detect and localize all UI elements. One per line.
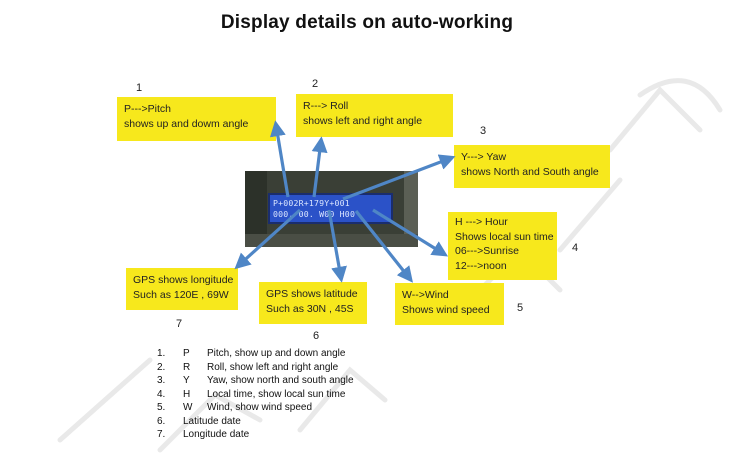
legend-number: 3. [157, 375, 166, 386]
note-line: H ---> Hour [455, 216, 508, 228]
legend-item: 4. H Local time, show local sun time [157, 388, 354, 402]
latitude-note: GPS shows latitude Such as 30N , 45S [259, 282, 367, 324]
note-line: Such as 120E , 69W [133, 289, 229, 301]
note-line: GPS shows longitude [133, 274, 234, 286]
wind-note: W-->Wind Shows wind speed [395, 283, 504, 325]
longitude-note: GPS shows longitude Such as 120E , 69W [126, 268, 238, 310]
note-line: W-->Wind [402, 289, 449, 301]
yaw-note: Y---> Yaw shows North and South angle [454, 145, 610, 188]
legend-number: 7. [157, 429, 166, 440]
legend-text: Yaw, show north and south angle [207, 375, 354, 386]
legend-list: 1. P Pitch, show up and down angle 2. R … [157, 347, 354, 442]
note-line: shows left and right angle [303, 115, 423, 127]
hour-note: H ---> Hour Shows local sun time 06--->S… [448, 212, 557, 280]
legend-letter: H [183, 388, 191, 400]
note-line: shows up and dowm angle [124, 118, 249, 130]
callout-number-latitude: 6 [313, 330, 320, 342]
legend-number: 1. [157, 348, 166, 359]
note-line: R---> Roll [303, 100, 349, 112]
legend-text: Latitude date [183, 415, 241, 427]
legend-number: 4. [157, 388, 166, 400]
note-line: shows North and South angle [461, 166, 599, 178]
callout-number-yaw: 3 [480, 125, 487, 137]
callout-number-hour: 4 [572, 242, 579, 254]
legend-text: Wind, show wind speed [207, 402, 313, 413]
lcd-line-2: 000. 00. W00 H00 [273, 209, 356, 219]
note-line: 12--->noon [455, 259, 507, 272]
legend-text: Longitude date [183, 429, 250, 440]
roll-note: R---> Roll shows left and right angle [296, 94, 453, 137]
legend-text: Roll, show left and right angle [207, 361, 339, 373]
legend-text: Pitch, show up and down angle [207, 348, 346, 359]
legend-item: 3. Y Yaw, show north and south angle [157, 374, 354, 388]
legend-number: 5. [157, 402, 166, 413]
legend-letter: R [183, 361, 191, 373]
callout-number-pitch: 1 [136, 82, 143, 94]
legend-number: 2. [157, 361, 166, 373]
legend-item: 1. P Pitch, show up and down angle [157, 347, 354, 361]
note-line: P--->Pitch [124, 103, 171, 115]
page-title: Display details on auto-working [220, 12, 514, 33]
legend-letter: Y [183, 375, 190, 386]
note-line: 06--->Sunrise [455, 245, 519, 257]
note-line: Shows local sun time [455, 230, 554, 243]
note-line: Such as 30N , 45S [266, 303, 354, 315]
legend-item: 6. Latitude date [157, 415, 354, 429]
pitch-note: P--->Pitch shows up and dowm angle [117, 97, 276, 141]
legend-letter: W [183, 402, 193, 413]
legend-text: Local time, show local sun time [207, 388, 346, 400]
callout-number-wind: 5 [517, 302, 524, 314]
note-line: GPS shows latitude [266, 288, 358, 300]
lcd-display: P+002R+179Y+001 000. 00. W00 H00 [268, 193, 393, 224]
legend-item: 2. R Roll, show left and right angle [157, 361, 354, 375]
legend-letter: P [183, 348, 190, 359]
note-line: Shows wind speed [402, 304, 490, 316]
legend-number: 6. [157, 415, 166, 427]
legend-item: 5. W Wind, show wind speed [157, 401, 354, 415]
note-line: Y---> Yaw [461, 151, 507, 163]
pcb-edge-bottom [245, 234, 418, 247]
callout-number-longitude: 7 [176, 318, 183, 330]
lcd-line-1: P+002R+179Y+001 [273, 198, 350, 208]
legend-item: 7. Longitude date [157, 428, 354, 442]
callout-number-roll: 2 [312, 78, 319, 90]
